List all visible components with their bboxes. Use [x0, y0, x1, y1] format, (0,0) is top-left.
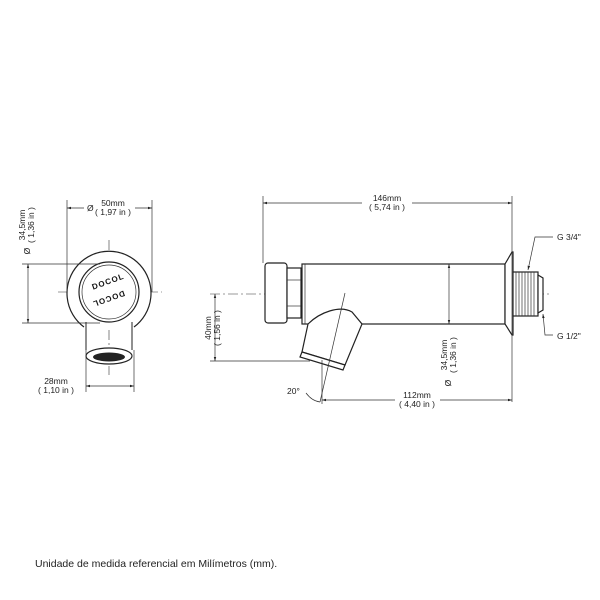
svg-text:G 1/2": G 1/2" [557, 331, 581, 341]
spout [301, 308, 363, 366]
side-view: 20° 146mm ( 5,74 in ) 40mm ( 1,56 in ) 3… [203, 193, 581, 409]
svg-text:( 4,40 in ): ( 4,40 in ) [399, 399, 435, 409]
svg-text:20°: 20° [287, 386, 300, 396]
svg-text:( 1,36 in ): ( 1,36 in ) [26, 207, 36, 243]
svg-text:( 1,10 in ): ( 1,10 in ) [38, 385, 74, 395]
svg-text:G 3/4": G 3/4" [557, 232, 581, 242]
svg-text:( 1,97 in ): ( 1,97 in ) [95, 207, 131, 217]
svg-text:112mm: 112mm [403, 390, 431, 400]
svg-text:34,5mm: 34,5mm [439, 340, 449, 371]
svg-text:40mm: 40mm [203, 316, 213, 340]
svg-text:( 5,74 in ): ( 5,74 in ) [369, 202, 405, 212]
svg-text:28mm: 28mm [44, 376, 68, 386]
push-cap [264, 262, 288, 324]
svg-text:Ø: Ø [22, 247, 32, 254]
aerator [299, 351, 346, 371]
front-push-button [78, 261, 140, 323]
svg-text:146mm: 146mm [373, 193, 401, 203]
svg-text:Ø: Ø [443, 379, 453, 386]
svg-text:Ø: Ø [87, 203, 94, 213]
svg-text:50mm: 50mm [101, 198, 125, 208]
units-caption: Unidade de medida referencial em Milímet… [35, 558, 278, 570]
svg-text:( 1,36 in ): ( 1,36 in ) [448, 337, 458, 373]
front-view: DOCOL DOCOL Ø 50mm ( 1,97 in ) 34,5mm ( … [17, 198, 162, 395]
svg-text:( 1,56 in ): ( 1,56 in ) [212, 310, 222, 346]
svg-text:34,5mm: 34,5mm [17, 210, 27, 241]
